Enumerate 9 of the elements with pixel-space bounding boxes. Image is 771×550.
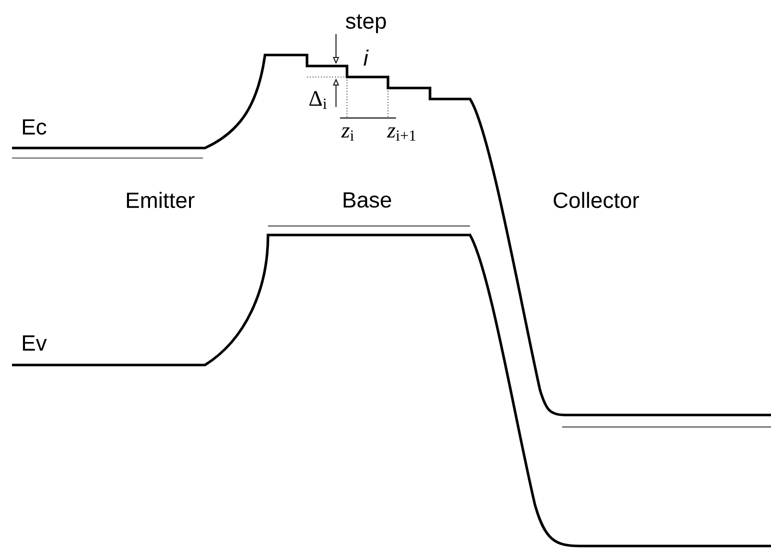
formula-label: Δ$_{i}$ bbox=[309, 91, 327, 109]
formula-label: z$_{i+1}$ bbox=[386, 127, 416, 141]
region-label: Base bbox=[344, 192, 392, 208]
band-label: Ev bbox=[22, 335, 47, 351]
step-label: step i bbox=[346, 14, 386, 66]
band-label: Ec bbox=[22, 119, 46, 135]
region-label: Collector bbox=[554, 192, 640, 208]
formula-label: z$_{i}$ bbox=[341, 127, 354, 141]
region-label: Emitter bbox=[126, 192, 194, 208]
